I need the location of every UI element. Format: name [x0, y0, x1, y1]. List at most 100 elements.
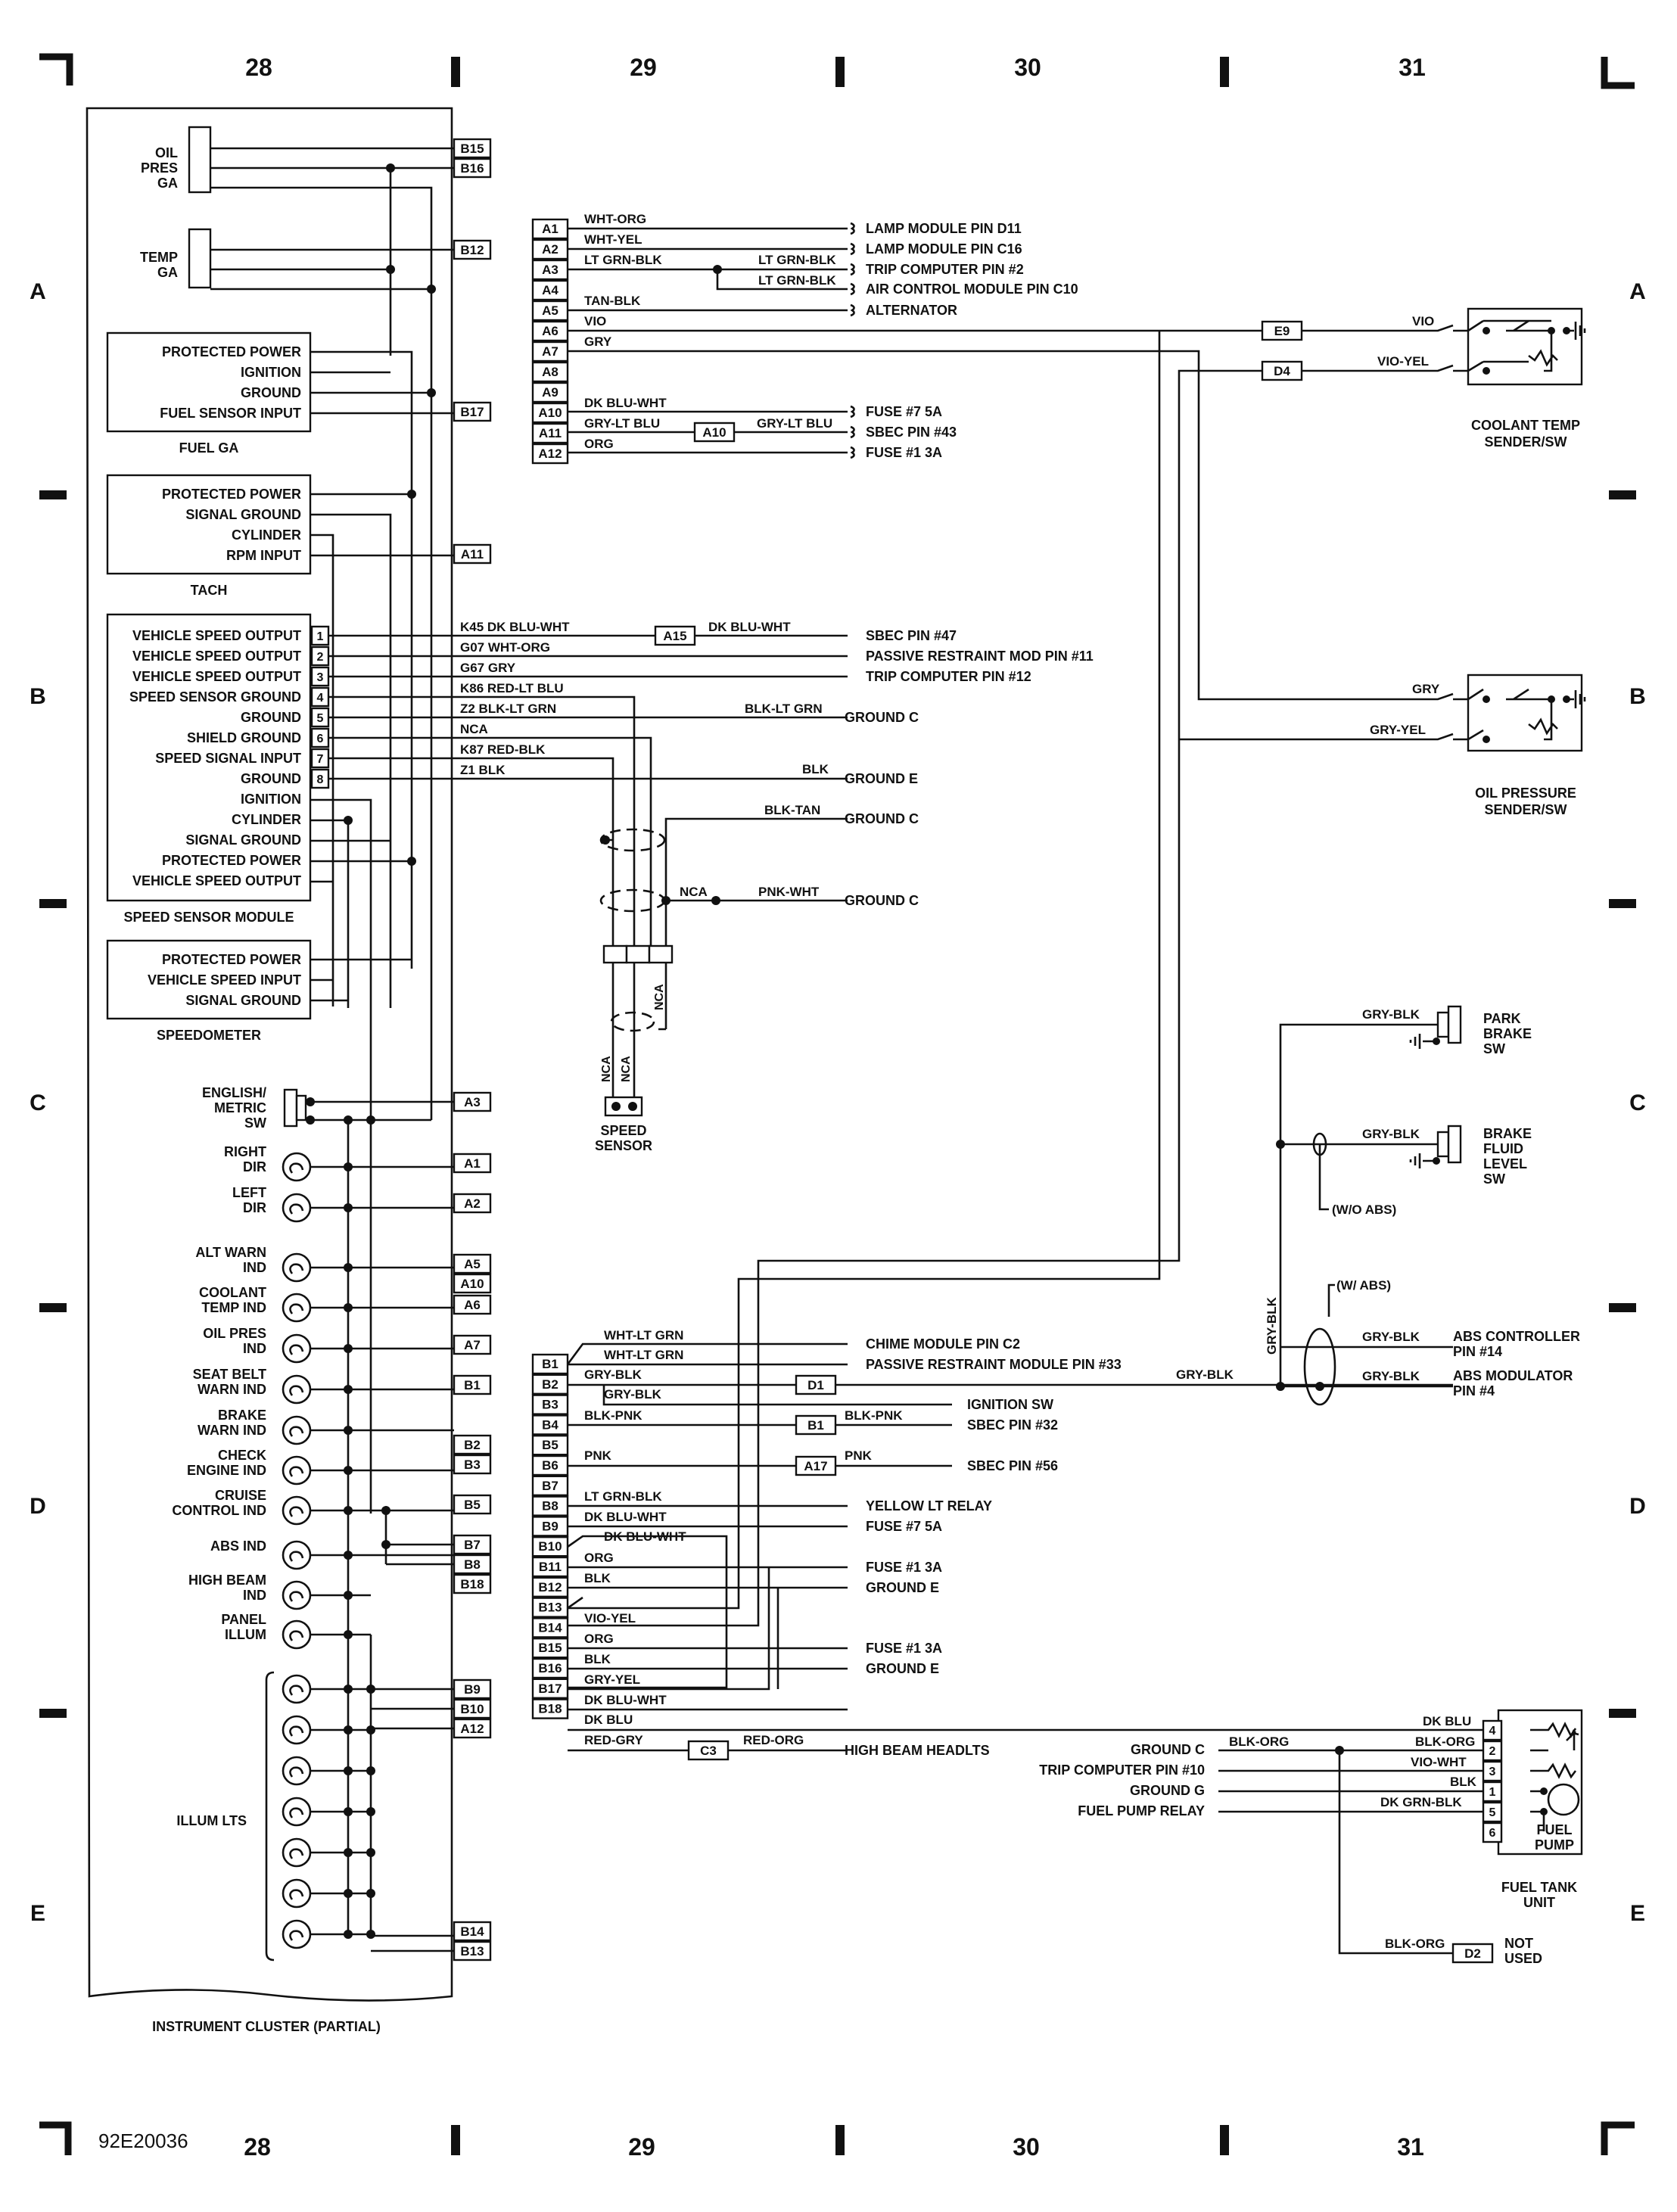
temp-gauge-label-2: GA [157, 265, 178, 280]
conn-b-pin-label: B17 [538, 1682, 562, 1696]
eng-metric-label-2: METRIC [214, 1100, 266, 1115]
conn-a-pin-box [531, 381, 569, 403]
b-wire-3: GRY-BLK [584, 1367, 642, 1382]
w-abs-label: (W/ ABS) [1336, 1278, 1391, 1293]
fuel-pump-label-2: PUMP [1535, 1837, 1574, 1853]
conn-a-pin-label: A10 [538, 406, 562, 420]
oil-wire-1: GRY [1412, 682, 1440, 696]
ssm-pin-12: PROTECTED POWER [162, 853, 301, 868]
fuel-wire-1: DK BLU [1423, 1714, 1471, 1728]
tach-box [106, 474, 312, 575]
b-wire-21: RED-ORG [743, 1733, 804, 1747]
fuel-src-3: GROUND G [1130, 1783, 1205, 1798]
b-wire-7: PNK [584, 1448, 612, 1463]
col-28-top: 28 [245, 54, 272, 81]
cluster-pin-b16: B16 [460, 161, 484, 176]
a15-connector: A15 [663, 629, 686, 643]
conn-b-pin-label: B9 [542, 1519, 558, 1533]
conn-a-pin-label: A1 [542, 222, 558, 236]
b-wire-19: DK BLU [584, 1713, 633, 1727]
speed-wire-2: G07 WHT-ORG [460, 640, 550, 655]
col-29-top: 29 [630, 54, 657, 81]
conn-b-pin-label: B2 [542, 1377, 558, 1392]
a17-connector: A17 [804, 1459, 827, 1473]
indicator-lamp-icon [282, 1374, 312, 1405]
ssm-pin-5: GROUND [241, 710, 301, 725]
conn-b-pin-label: B12 [538, 1580, 562, 1594]
fuel-src-2: TRIP COMPUTER PIN #10 [1039, 1762, 1205, 1778]
conn-b-pin-label: B14 [538, 1620, 562, 1635]
a15-wire: DK BLU-WHT [708, 620, 791, 634]
fuel-tank-pin-label: 5 [1489, 1806, 1496, 1819]
conn-b-pin-box [531, 1516, 569, 1537]
conn-a-pin-label: A8 [542, 365, 558, 379]
conn-b-pin-label: B13 [538, 1601, 562, 1615]
oil-gauge-label-2: PRES [141, 160, 178, 176]
conn-a-pin-label: A5 [542, 303, 558, 318]
nca-vert-2: NCA [600, 1056, 613, 1082]
conn-b-pin-label: B6 [542, 1458, 558, 1473]
speedo-pin-2: VEHICLE SPEED INPUT [148, 972, 301, 988]
instrument-cluster: INSTRUMENT CLUSTER (PARTIAL) OIL PRES GA… [86, 107, 492, 2034]
fuel-tank-pin-label: 4 [1489, 1725, 1496, 1738]
ssm-num-2: 2 [317, 651, 324, 664]
col-28-bottom: 28 [244, 2133, 271, 2161]
instrument-cluster-label: INSTRUMENT CLUSTER (PARTIAL) [152, 2019, 381, 2034]
coolant-wire-1: VIO [1412, 314, 1434, 328]
fluid-label-4: SW [1483, 1171, 1505, 1187]
b-dest-10: FUSE #1 3A [866, 1641, 942, 1656]
speed-dest-1: SBEC PIN #47 [866, 628, 957, 643]
indicator-label: CONTROL IND [172, 1503, 266, 1518]
a-dest-1: LAMP MODULE PIN D11 [866, 221, 1022, 236]
speedometer-box [106, 939, 312, 1020]
ssm-pin-1: VEHICLE SPEED OUTPUT [132, 628, 301, 643]
a12-wire: ORG [584, 437, 614, 451]
b-wire-6: BLK-PNK [845, 1408, 903, 1423]
conn-b-pin-label: B5 [542, 1438, 558, 1452]
cluster-pin-b5: B5 [464, 1498, 481, 1512]
b-wire-5: BLK-PNK [584, 1408, 642, 1423]
conn-a-pin-label: A7 [542, 344, 558, 359]
ssm-pin-11: SIGNAL GROUND [185, 832, 301, 848]
connector-b: B1B2B3B4B5B6B7B8B9B10B11B12B13B14B15B16B… [531, 331, 1483, 1761]
oil-sender-label-1: OIL PRESSURE [1475, 786, 1576, 801]
tach-title: TACH [191, 583, 228, 598]
brake-abs-section: GRY-BLK GRY-BLK PARK BRAKE SW BRAKE FLUI… [1265, 1005, 1580, 1406]
cluster-pin-a1: A1 [464, 1156, 481, 1171]
row-d-right: D [1629, 1494, 1646, 1519]
right-wire-1: BLK-LT GRN [745, 702, 823, 716]
fluid-label-2: FLUID [1483, 1141, 1523, 1156]
b-wire-16: BLK [584, 1652, 611, 1666]
indicator-label: RIGHT [224, 1144, 266, 1159]
b-dest-8: FUSE #1 3A [866, 1560, 942, 1575]
speedo-pin-3: SIGNAL GROUND [185, 993, 301, 1008]
indicator-lamp-icon [282, 1293, 312, 1323]
conn-a-pin-box [531, 259, 569, 281]
a11-branch: GRY-LT BLU [757, 416, 832, 431]
ssm-num-7: 7 [317, 753, 324, 766]
indicator-lamp-icon [282, 1455, 312, 1486]
speed-wire-6: NCA [460, 722, 488, 736]
conn-b-pin-label: B8 [542, 1499, 558, 1514]
indicator-label: ENGINE IND [187, 1463, 266, 1478]
ssm-pin-2: VEHICLE SPEED OUTPUT [132, 649, 301, 664]
row-e-right: E [1630, 1901, 1645, 1926]
fuel-wire-5: DK GRN-BLK [1380, 1795, 1462, 1809]
connector-chevron [850, 222, 855, 235]
drawing-id: 92E20036 [98, 2130, 188, 2152]
conn-b-pin-box [531, 1556, 569, 1578]
fuel-tank-pin-box [1482, 1822, 1503, 1843]
indicator-label: CHECK [218, 1448, 266, 1463]
speed-wire-7: K87 RED-BLK [460, 742, 546, 757]
b-wire-2: WHT-LT GRN [604, 1348, 683, 1362]
ssm-pin-4: SPEED SENSOR GROUND [129, 689, 301, 705]
a7-wire: GRY [584, 334, 612, 349]
illum-lts-label: ILLUM LTS [176, 1813, 247, 1828]
cluster-pin-b13: B13 [460, 1944, 484, 1958]
conn-a-pin-label: A2 [542, 242, 558, 257]
abs-mod-wire: GRY-BLK [1362, 1369, 1420, 1383]
cluster-pin-a2: A2 [464, 1196, 481, 1211]
indicator-label: IND [243, 1341, 266, 1356]
b-wire-17: GRY-YEL [584, 1672, 640, 1687]
